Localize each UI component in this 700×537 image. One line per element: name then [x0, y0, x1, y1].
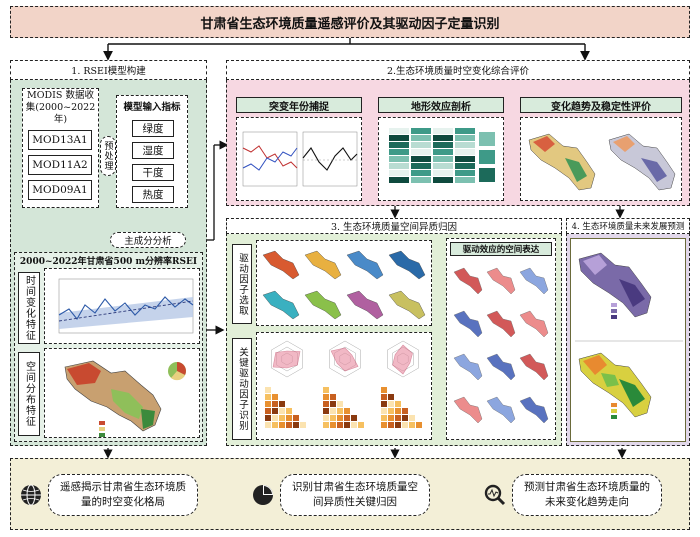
- main-title: 甘肃省生态环境质量遥感评价及其驱动因子定量识别: [10, 6, 690, 38]
- indicator-greenness: 绿度: [132, 120, 174, 137]
- indicator-dryness: 干度: [132, 164, 174, 181]
- factor-maps-thumbnail: [256, 240, 432, 326]
- outcome-1: 遥感揭示甘肃省生态环境质量的时空变化格局: [48, 474, 198, 516]
- section1-title: 1. RSEI模型构建: [10, 60, 207, 80]
- sec2-sub-terrain: 地形效应剖析: [378, 97, 504, 113]
- rsei-map-thumbnail: [44, 348, 200, 438]
- section4-title: 4. 生态环境质量未来发展预测: [566, 218, 690, 234]
- factor-select-label: 驱动因子选取: [232, 244, 252, 324]
- section3-title: 3. 生态环境质量空间异质归因: [226, 218, 562, 234]
- globe-icon: [20, 484, 42, 506]
- terrain-heatmap-thumbnail: [378, 117, 504, 201]
- rsei-timeseries-thumbnail: [44, 268, 200, 344]
- key-factor-label: 关键驱动因子识别: [232, 338, 252, 440]
- section2-title: 2.生态环境质量时空变化综合评价: [226, 60, 690, 80]
- outcome-3: 预测甘肃省生态环境质量的未来变化趋势走向: [512, 474, 662, 516]
- pca-box: 主成分分析: [110, 232, 186, 248]
- spatial-label: 空间分布特征: [18, 352, 40, 436]
- trend-map-thumbnail: [520, 117, 682, 201]
- outcome-2: 识别甘肃省生态环境质量空间异质性关键归因: [280, 474, 430, 516]
- radar-matrix-thumbnail: [256, 332, 432, 440]
- pie-icon: [252, 484, 274, 506]
- product-mod11a2: MOD11A2: [28, 155, 92, 175]
- indicator-heat: 热度: [132, 186, 174, 203]
- product-mod13a1: MOD13A1: [28, 130, 92, 150]
- preprocess-tag: 预处理: [100, 136, 116, 176]
- product-mod09a1: MOD09A1: [28, 180, 92, 200]
- temporal-label: 时间变化特征: [18, 272, 40, 344]
- mutation-chart-thumbnail: [236, 117, 362, 201]
- spatial-expr-title: 驱动效应的空间表达: [450, 242, 552, 256]
- modis-label: MODIS 数据收集(2000~2022年): [25, 90, 96, 125]
- indicators-title: 模型输入指标: [123, 102, 181, 113]
- magnifier-icon: [484, 484, 506, 506]
- spatial-expr-maps-thumbnail: [450, 260, 552, 436]
- indicator-wetness: 湿度: [132, 142, 174, 159]
- rsei-title: 2000~2022年甘肃省500 m分辨率RSEI: [19, 256, 198, 267]
- sec2-sub-mutation: 突变年份捕捉: [236, 97, 362, 113]
- sec2-sub-trend: 变化趋势及稳定性评价: [520, 97, 682, 113]
- prediction-maps-thumbnail: [570, 238, 686, 442]
